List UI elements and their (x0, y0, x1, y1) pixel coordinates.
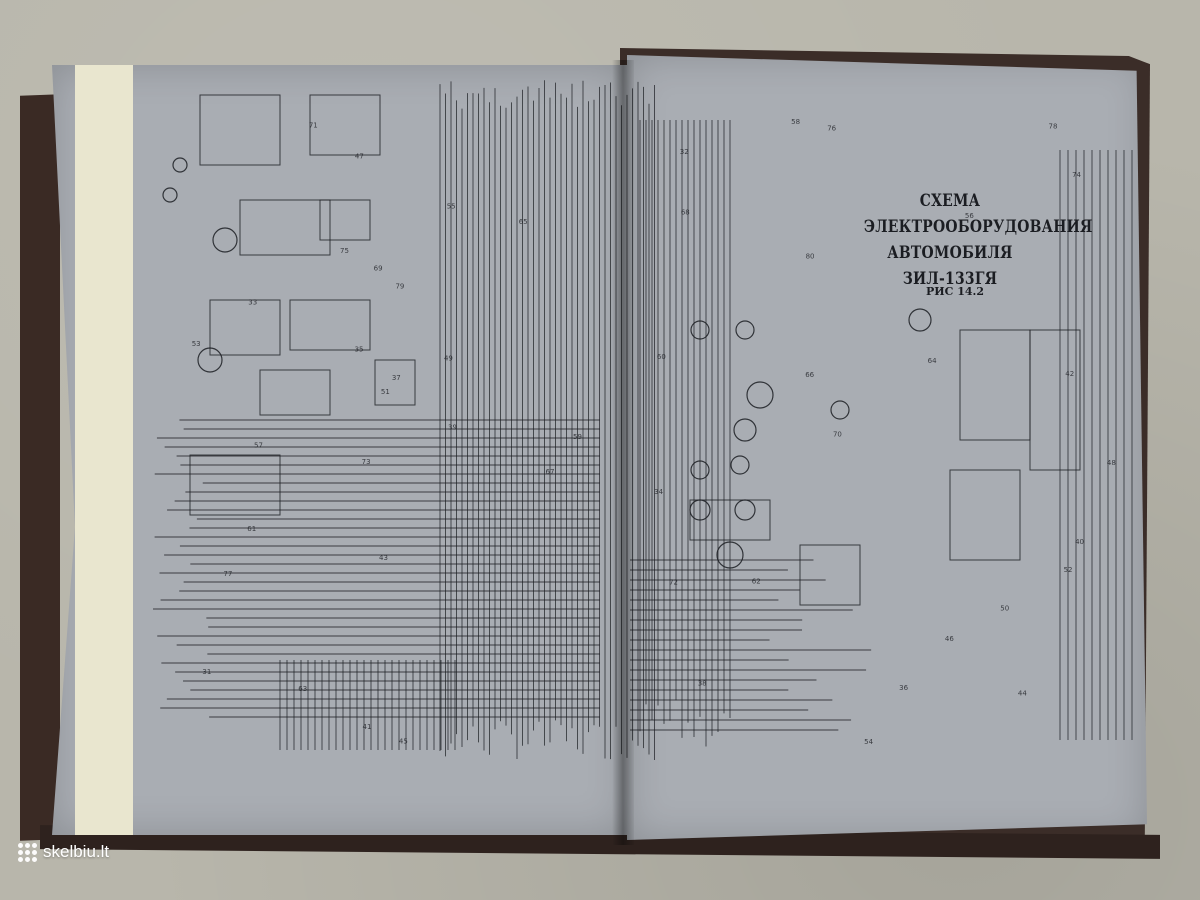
wire-label: 54 (864, 738, 873, 746)
wire-label: 70 (833, 430, 842, 438)
wire-label: 77 (223, 570, 232, 578)
components (162, 94, 1081, 606)
wire-number-labels: 31 32 33 34 35 36 37 38 39 40 41 42 43 44 45 46 47 48 49 50… (192, 118, 1116, 746)
title-line: ЗИЛ-133ГЯ (902, 269, 998, 289)
circuit-block (289, 299, 371, 351)
watermark: skelbiu.lt (18, 838, 109, 866)
wire-label: 75 (340, 247, 349, 255)
wire-label: 80 (806, 252, 815, 260)
wire-label: 65 (519, 218, 528, 226)
circuit-block (189, 454, 281, 516)
wire-label: 33 (248, 299, 257, 307)
wire-label: 79 (395, 283, 404, 291)
wire-label: 66 (805, 371, 814, 379)
wire-label: 56 (965, 212, 974, 220)
figure-label: РИС 14.2 (925, 285, 985, 298)
wire-label: 63 (298, 685, 307, 693)
left-page (52, 65, 627, 835)
wire-label: 44 (1018, 689, 1027, 697)
wire-label: 31 (202, 668, 211, 676)
title-line: СХЕМА (919, 191, 981, 211)
lamp-symbol (162, 187, 178, 203)
lamp-symbol (830, 400, 850, 420)
watermark-text: skelbiu.lt (43, 842, 110, 861)
wire-label: 42 (1065, 370, 1074, 378)
wire-label: 50 (1000, 605, 1009, 613)
wire-lines (153, 80, 1133, 760)
lamp-symbol (690, 320, 710, 340)
page-edge-strip (75, 65, 133, 835)
circuit-block (199, 94, 281, 166)
circuit-block (1029, 329, 1081, 471)
circuit-block (239, 199, 331, 256)
wire-label: 49 (444, 355, 453, 363)
lamp-symbol (689, 499, 711, 521)
circuit-block (689, 499, 771, 541)
wire-label: 52 (1064, 566, 1073, 574)
wire-label: 62 (752, 578, 761, 586)
wire-label: 37 (392, 374, 401, 382)
lamp-symbol (730, 455, 750, 475)
lamp-symbol (690, 460, 710, 480)
wire-label: 61 (247, 525, 256, 533)
circuit-block (374, 359, 416, 406)
wire-label: 58 (791, 118, 800, 126)
wire-label: 59 (573, 433, 582, 441)
lamp-symbol (212, 227, 238, 253)
wire-label: 78 (1049, 123, 1058, 131)
title-line: ЭЛЕКТРООБОРУДОВАНИЯ (863, 217, 1093, 237)
wire-label: 35 (355, 345, 364, 353)
lamp-symbol (735, 320, 755, 340)
wire-label: 43 (379, 554, 388, 562)
wire-label: 32 (680, 148, 689, 156)
lamp-symbol (172, 157, 188, 173)
wire-label: 57 (254, 442, 263, 450)
lamp-symbol (908, 308, 932, 332)
wire-label: 46 (945, 635, 954, 643)
wire-label: 40 (1075, 538, 1084, 546)
wire-label: 69 (374, 264, 383, 272)
wire-label: 34 (654, 488, 663, 496)
circuit-block (799, 544, 861, 606)
circuit-block (319, 199, 371, 241)
wire-label: 55 (447, 203, 456, 211)
title-line: АВТОМОБИЛЯ (887, 243, 1013, 263)
wire-label: 73 (362, 458, 371, 466)
circuit-block (959, 329, 1031, 441)
wire-label: 72 (669, 579, 678, 587)
lamp-symbol (733, 418, 757, 442)
lamp-symbol (746, 381, 774, 409)
wire-label: 41 (363, 723, 372, 731)
wire-label: 38 (698, 679, 707, 687)
wire-label: 39 (448, 423, 457, 431)
wire-label: 51 (381, 388, 390, 396)
circuit-block (309, 94, 381, 156)
wire-label: 74 (1072, 171, 1081, 179)
wire-label: 45 (399, 738, 408, 746)
circuit-block (259, 369, 331, 416)
book-gutter-shadow (612, 60, 634, 845)
wire-label: 60 (657, 353, 666, 361)
wire-label: 71 (309, 122, 318, 130)
lamp-symbol (716, 541, 744, 569)
dots-grid-icon (18, 842, 37, 862)
wire-label: 47 (355, 152, 364, 160)
wire-label: 36 (899, 684, 908, 692)
lamp-symbol (197, 347, 223, 373)
wire-label: 76 (827, 124, 836, 132)
wire-label: 68 (681, 208, 690, 216)
circuit-block (949, 469, 1021, 561)
circuit-block (209, 299, 281, 356)
diagram-title: СХЕМА ЭЛЕКТРООБОРУДОВАНИЯ АВТОМОБИЛЯ ЗИЛ… (863, 188, 1093, 292)
wire-label: 64 (928, 357, 937, 365)
wire-label: 67 (546, 468, 555, 476)
wire-label: 53 (192, 340, 201, 348)
wire-label: 48 (1107, 459, 1116, 467)
lamp-symbol (734, 499, 756, 521)
